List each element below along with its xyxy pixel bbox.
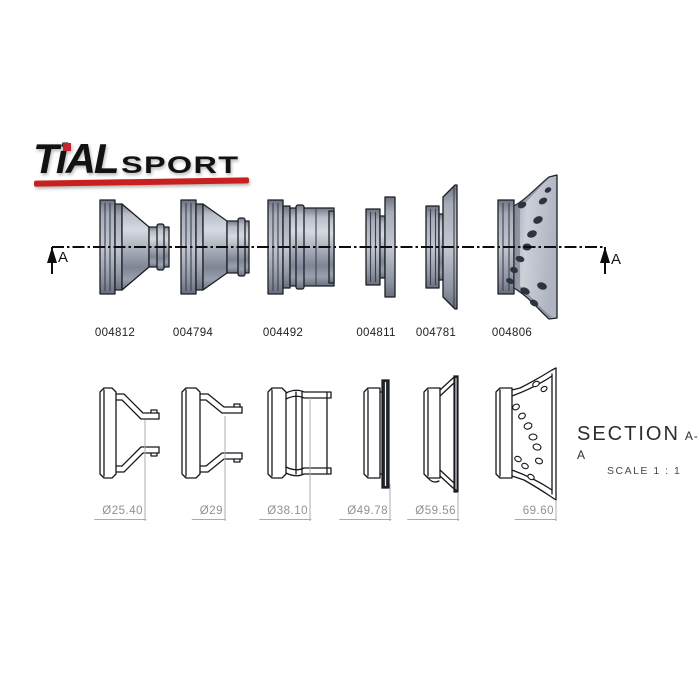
dimension-label: Ø38.10 [259, 505, 311, 520]
section-label-right: A [611, 251, 622, 268]
dimension-leaders [144, 398, 557, 521]
section-view-scale: SCALE 1 : 1 [607, 465, 682, 477]
logo-brand-text: TiAL [33, 135, 120, 182]
section-label-left: A [58, 249, 69, 266]
section-arrow-right-icon [600, 247, 610, 274]
section-arrow-left-icon [47, 247, 57, 274]
part-section-6 [495, 367, 557, 501]
logo-red-dot-icon [63, 143, 71, 151]
part-section-4 [363, 379, 390, 489]
part-number-label: 004781 [415, 327, 457, 339]
section-cut-line [47, 246, 610, 274]
part-section-1 [99, 387, 160, 479]
dimension-label: Ø59.56 [407, 505, 459, 520]
dimension-label: Ø25.40 [94, 505, 146, 520]
section-view-word: SECTION [577, 423, 680, 445]
dimension-label: Ø49.78 [339, 505, 391, 520]
part-section-3 [267, 387, 332, 479]
dimension-label: Ø29 [191, 505, 226, 520]
part-number-label: 004806 [491, 327, 533, 339]
logo-suffix-text: SPORT [120, 152, 239, 179]
dimension-label: 69.60 [514, 505, 557, 520]
part-number-label: 004794 [172, 327, 214, 339]
part-section-5 [423, 375, 459, 493]
part-number-label: 004812 [94, 327, 136, 339]
part-number-label: 004492 [262, 327, 304, 339]
part-section-2 [181, 387, 243, 479]
part-number-label: 004811 [356, 327, 396, 339]
section-view-ref: A-A [577, 429, 699, 462]
